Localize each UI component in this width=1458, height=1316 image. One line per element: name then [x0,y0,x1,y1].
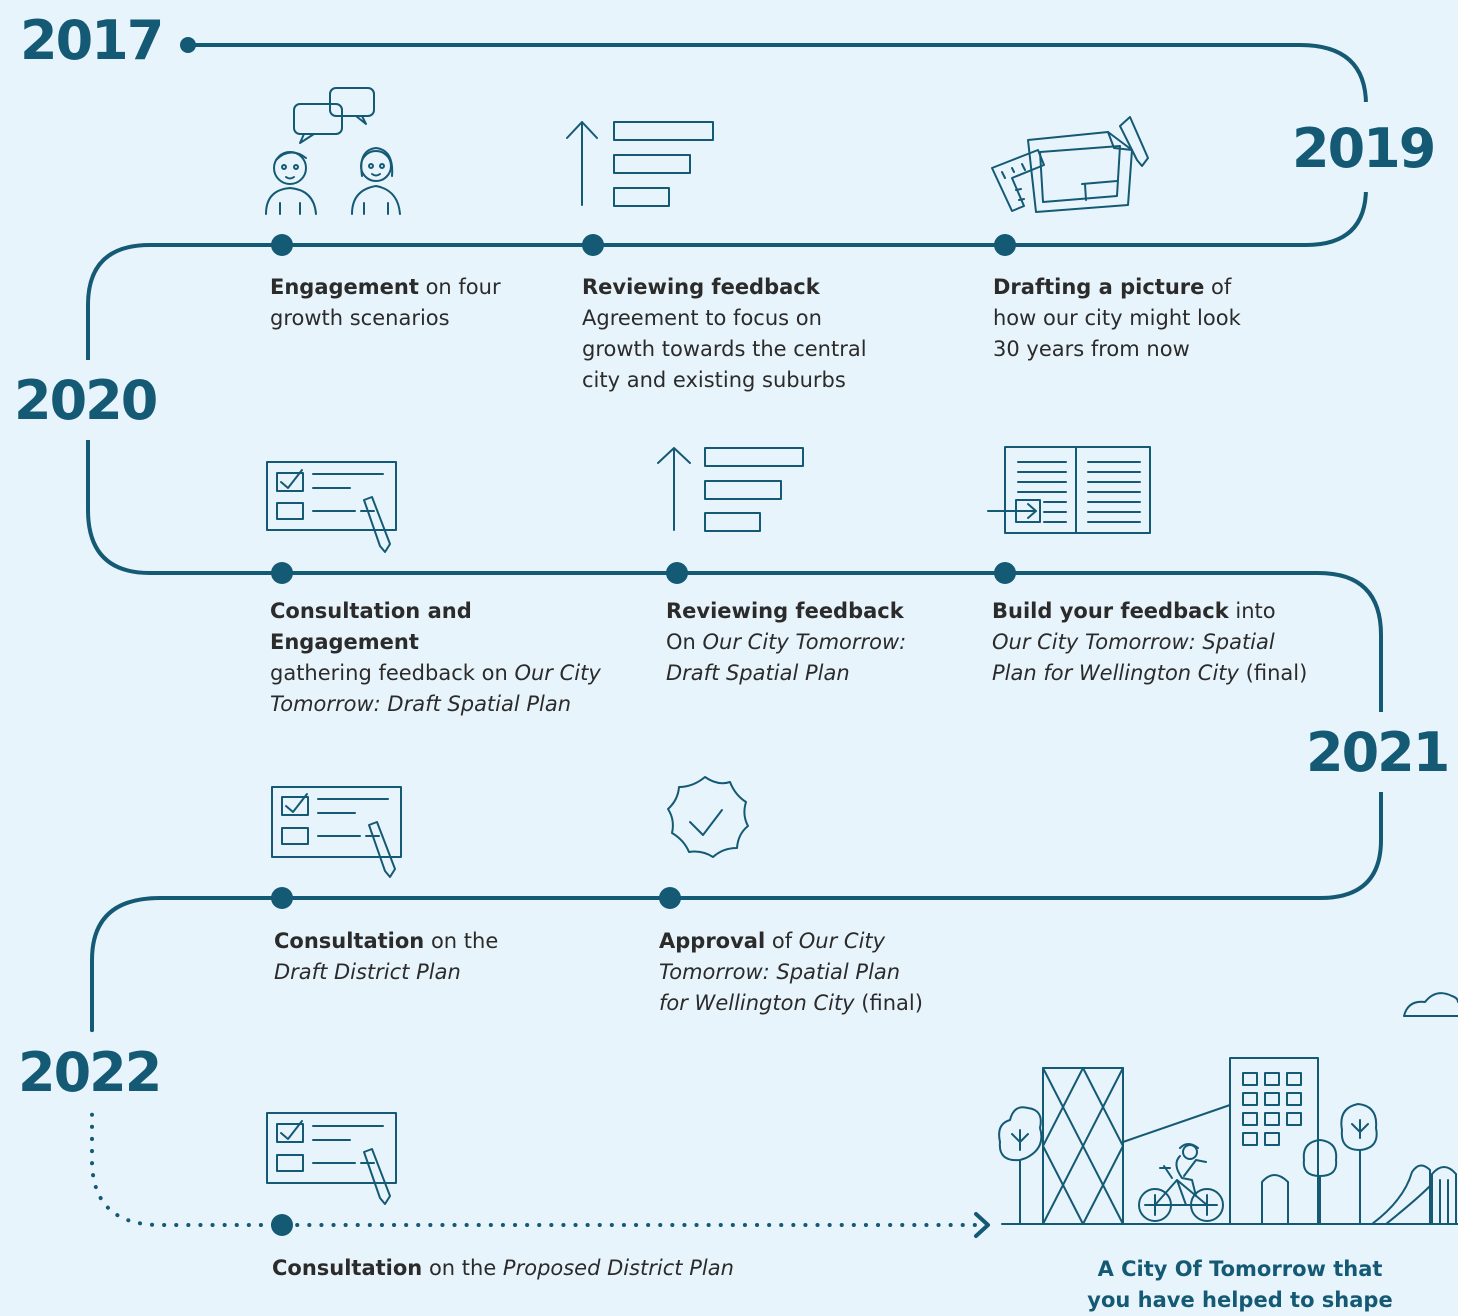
milestone-dot [994,234,1016,256]
milestone-dot [666,562,688,584]
document-build-icon [987,446,1151,534]
checklist-icon [266,461,397,553]
milestone-label: Drafting a picture of how our city might… [993,275,1241,361]
year-2019: 2019 [1292,117,1436,180]
people-talking-icon [265,87,401,215]
milestone-label: Approval of Our City Tomorrow: Spatial P… [659,929,923,1015]
milestone-label: Engagement on four growth scenarios [270,275,501,330]
checklist-icon [266,1112,397,1205]
year-2017: 2017 [20,9,164,72]
final-caption: A City Of Tomorrow that you have helped … [1087,1257,1393,1312]
year-2022: 2022 [18,1041,162,1104]
arrow-head-icon [974,1212,990,1238]
drafting-plan-icon [991,116,1149,213]
milestone-dot [271,1214,293,1236]
city-scene-icon [998,992,1458,1225]
milestone-dot [659,887,681,909]
milestone-dot [582,234,604,256]
milestone-label: Consultation on the Proposed District Pl… [272,1256,734,1280]
milestone-dot [271,234,293,256]
milestone-dot [994,562,1016,584]
checklist-icon [271,786,402,878]
timeline-dotted-path [90,1028,977,1227]
approval-badge-icon [667,776,749,858]
timeline-path [86,43,1383,1032]
start-dot [180,37,196,53]
feedback-bars-icon [566,121,714,207]
year-2021: 2021 [1306,721,1450,784]
milestone-dot [271,562,293,584]
feedback-bars-icon [657,447,804,532]
year-2020: 2020 [14,369,158,432]
milestone-dot [271,887,293,909]
